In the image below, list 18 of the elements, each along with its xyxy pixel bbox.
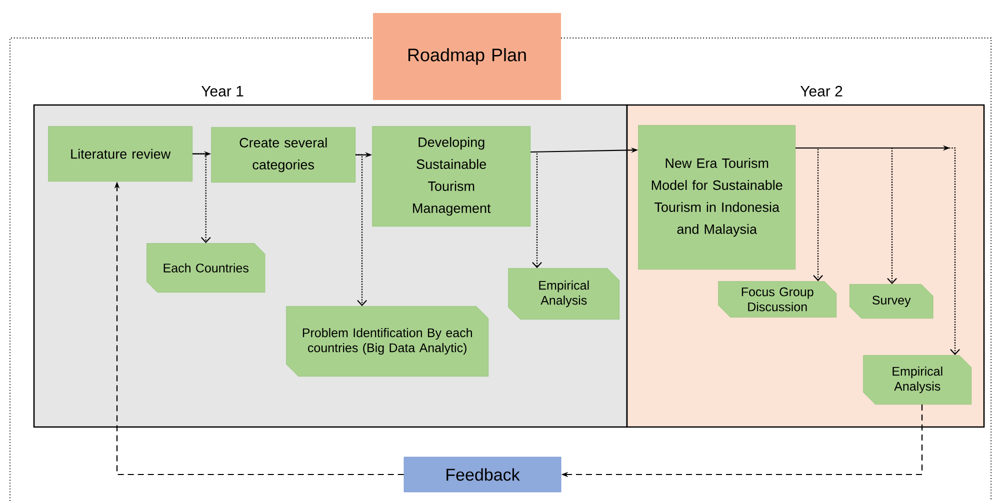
arrow bbox=[356, 154, 367, 306]
arrow bbox=[530, 151, 542, 268]
process-box: New Era Tourism Model for Sustainable Tourism in Indonesia and Malaysia bbox=[638, 125, 796, 270]
snipped-box: Empirical Analysis bbox=[863, 355, 972, 405]
snipped-box: Problem Identification By each countries (Big Data Analytic) bbox=[286, 306, 489, 377]
arrow bbox=[796, 147, 960, 356]
snipped-box: Each Countries bbox=[146, 243, 266, 293]
process-box: Developing Sustainable Tourism Management bbox=[372, 126, 531, 227]
title-box: Roadmap Plan bbox=[373, 13, 561, 100]
snipped-box: Focus Group Discussion bbox=[718, 281, 837, 318]
feedback-box: Feedback bbox=[404, 456, 562, 492]
node-label: Year 2 bbox=[800, 86, 842, 96]
snipped-box: Empirical Analysis bbox=[508, 268, 620, 320]
snipped-box: Survey bbox=[850, 284, 934, 319]
process-box: Create several categories bbox=[211, 127, 356, 183]
arrow bbox=[192, 153, 211, 244]
node-label: Year 1 bbox=[201, 86, 244, 96]
process-box: Literature review bbox=[48, 126, 193, 182]
